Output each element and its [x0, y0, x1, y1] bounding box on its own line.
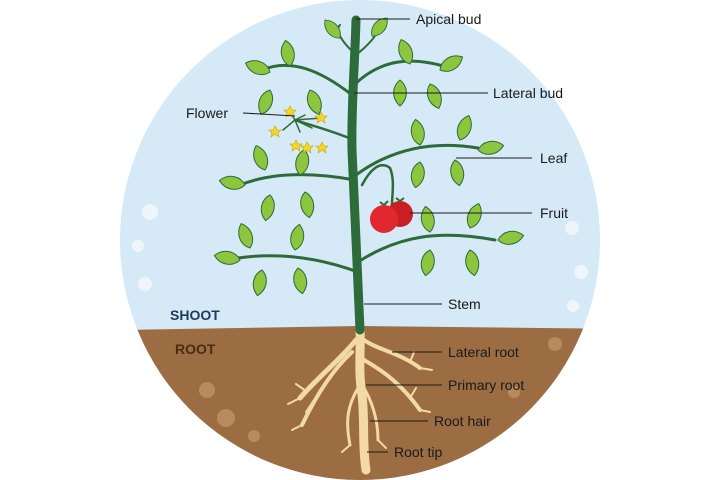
label-primary-root: Primary root [448, 377, 524, 393]
root-system [287, 323, 433, 475]
leader-lines [242, 18, 532, 453]
label-flower: Flower [186, 105, 228, 121]
soil-pebbles [199, 337, 562, 442]
label-apical-bud: Apical bud [416, 11, 481, 27]
label-lateral-bud: Lateral bud [493, 85, 563, 101]
fruit [370, 197, 413, 233]
label-stem: Stem [448, 296, 481, 312]
label-root-hair: Root hair [434, 413, 491, 429]
label-lateral-root: Lateral root [448, 344, 519, 360]
section-root: ROOT [175, 341, 216, 357]
label-fruit: Fruit [540, 205, 568, 221]
label-root-tip: Root tip [394, 444, 442, 460]
stem-and-branches [236, 15, 497, 335]
section-shoot: SHOOT [170, 307, 220, 323]
sky-bubbles [132, 204, 588, 312]
flower-cluster [268, 105, 329, 154]
label-leaf: Leaf [540, 150, 567, 166]
